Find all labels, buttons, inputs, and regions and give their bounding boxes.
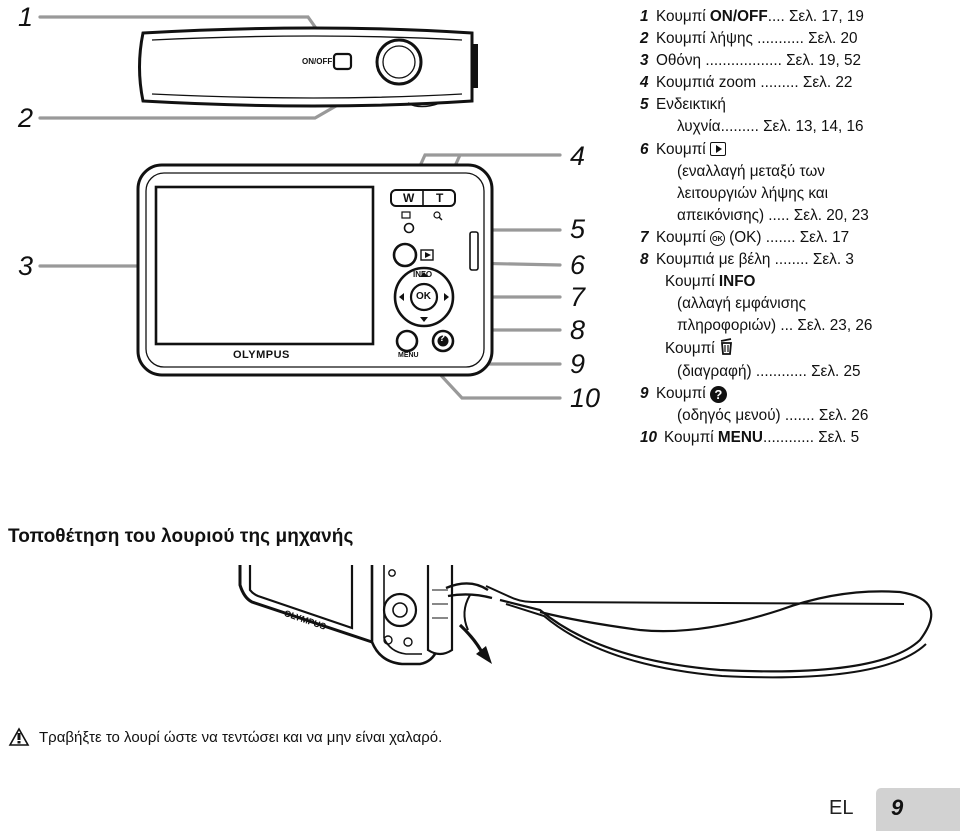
trash-icon (720, 338, 732, 356)
legend-item-info: Κουμπί INFO (665, 273, 756, 291)
callout-9: 9 (570, 349, 586, 379)
help-button-label: ? (439, 333, 446, 344)
legend-item-erase: Κουμπί (640, 337, 956, 360)
onoff-label: ON/OFF (302, 57, 333, 66)
ok-icon: OK (709, 230, 725, 246)
section-title: Τοποθέτηση του λουριού της μηχανής (8, 526, 354, 547)
callout-4: 4 (570, 141, 586, 171)
callout-10: 10 (570, 383, 601, 413)
warning-note: Τραβήξτε το λουρί ώστε να τεντώσει και ν… (8, 727, 442, 747)
page-number: 9 (891, 795, 904, 820)
language-code: EL (829, 797, 854, 819)
callout-8: 8 (570, 315, 586, 345)
zoom-w-button: W (403, 191, 415, 205)
info-label: INFO (413, 270, 433, 279)
zoom-t-button: T (436, 191, 444, 205)
callout-2: 2 (18, 103, 34, 133)
playback-icon (709, 141, 726, 156)
exclamation-warning-icon (8, 727, 30, 746)
camera-top-view (138, 26, 478, 108)
page-number-tab: 9 (876, 788, 960, 831)
warning-text: Τραβήξτε το λουρί ώστε να τεντώσει και ν… (39, 728, 443, 746)
callout-1: 1 (18, 2, 34, 32)
callout-7: 7 (570, 282, 586, 312)
ok-button-label: OK (416, 291, 431, 302)
camera-back-view (136, 163, 494, 377)
callout-5: 5 (570, 214, 586, 244)
help-icon: ? (709, 385, 727, 403)
callout-3: 3 (18, 251, 34, 281)
strap-illustration (226, 562, 933, 680)
callout-6: 6 (570, 250, 586, 280)
camera-brand: OLYMPUS (233, 349, 290, 361)
menu-label: MENU (398, 352, 419, 359)
